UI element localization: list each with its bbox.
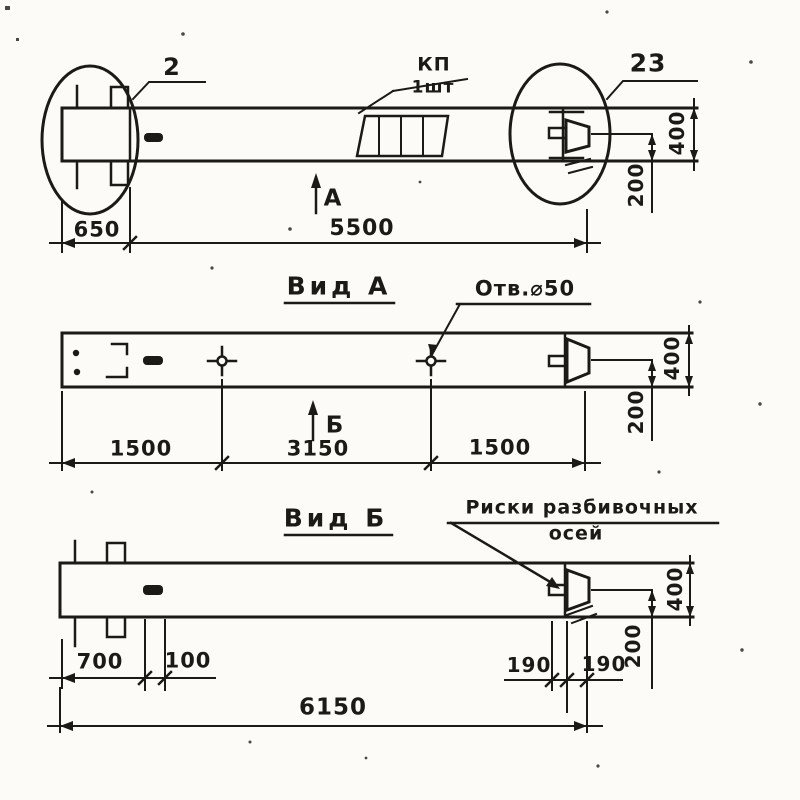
end-pocket-lines — [548, 110, 585, 160]
dim-700: 700 — [76, 649, 124, 674]
callout-label-23: 23 — [629, 48, 667, 78]
dim-200-view-a: 200 — [624, 389, 648, 435]
view-b-dim-total — [47, 687, 603, 733]
detail-circle-left — [40, 64, 140, 216]
hole-marker-left — [206, 345, 238, 377]
top-tab — [105, 541, 127, 565]
dim-190-left: 190 — [506, 653, 552, 677]
dovetail-key — [565, 567, 591, 613]
callout-leader-23 — [605, 80, 698, 101]
lifting-slot — [143, 356, 163, 365]
hole-leader — [432, 302, 462, 353]
kp-plate — [355, 114, 450, 158]
riski-label-line1: Риски разбивочных — [465, 496, 699, 519]
view-b-title: Вид Б — [283, 503, 389, 533]
riski-label-line2: осей — [548, 522, 604, 545]
hole-marker-right — [415, 345, 447, 377]
dim-200-view-b: 200 — [621, 623, 645, 669]
dim-400-main: 400 — [665, 110, 689, 156]
view-a-end-detail — [547, 331, 651, 389]
kp-plate-ribs — [378, 115, 424, 157]
key-hook — [547, 583, 568, 597]
callout-leader-2 — [131, 81, 206, 101]
hole-leader-arrow — [428, 344, 438, 357]
view-b-dim-400 — [686, 555, 694, 626]
bottom-tab — [109, 159, 130, 187]
dim-6150: 6150 — [298, 694, 368, 721]
dashed-bracket — [105, 342, 129, 379]
bolt-dot — [73, 368, 81, 376]
kp-leader — [357, 89, 395, 115]
view-a-left-details — [72, 342, 163, 379]
axis-riska-marks — [565, 604, 598, 625]
main-dim-200 — [648, 133, 656, 213]
view-arrow-b — [308, 400, 318, 442]
bolt-dot — [72, 349, 80, 357]
dim-3150: 3150 — [286, 436, 350, 461]
view-arrow-a — [311, 173, 321, 215]
key-hook — [547, 126, 568, 140]
dim-190-right: 190 — [581, 652, 627, 676]
view-b-left-details — [73, 539, 163, 648]
kp-fraction-line — [391, 77, 469, 93]
dim-1500-left: 1500 — [109, 436, 173, 461]
main-dim-400 — [690, 98, 698, 171]
view-a-beam-outline — [60, 331, 694, 389]
lifting-slot — [144, 133, 163, 142]
view-b-end-detail — [547, 561, 651, 625]
view-arrow-a-label: А — [323, 185, 343, 212]
lifting-slot — [143, 585, 163, 595]
hole-label: Отв.⌀50 — [474, 276, 576, 301]
bottom-tab — [105, 615, 127, 639]
dim-1500-right: 1500 — [468, 435, 532, 460]
view-b-dim-200 — [648, 589, 656, 689]
main-view-beam-outline — [60, 106, 699, 163]
dim-400-view-a: 400 — [660, 335, 684, 381]
callout-label-2: 2 — [163, 53, 181, 81]
dim-400-view-b: 400 — [663, 566, 687, 612]
view-a-dim-bottom — [49, 379, 601, 471]
dim-200-main: 200 — [624, 162, 648, 208]
kp-qty-label: 1шт — [411, 77, 455, 98]
dim-5500: 5500 — [329, 216, 395, 241]
main-left-end-details — [75, 84, 163, 190]
riski-leader — [449, 521, 554, 585]
dim-650: 650 — [73, 217, 121, 242]
dim-100: 100 — [164, 648, 212, 673]
view-a-dim-400 — [685, 325, 693, 396]
kp-plate-outline — [355, 114, 450, 158]
view-a-title: Вид А — [286, 271, 392, 301]
view-a-dim-200 — [648, 359, 656, 441]
dovetail-key — [564, 117, 591, 154]
scan-noise — [5, 6, 762, 768]
view-b-dim-right — [504, 621, 623, 713]
view-b-dim-left — [49, 619, 216, 691]
main-dim-bottom — [49, 187, 601, 253]
view-arrow-b-label: Б — [325, 412, 345, 439]
dovetail-key — [565, 336, 591, 385]
key-hook — [547, 354, 568, 368]
axis-riska-marks — [564, 157, 594, 175]
kp-label: КП — [417, 53, 451, 76]
main-end-detail — [547, 108, 651, 175]
